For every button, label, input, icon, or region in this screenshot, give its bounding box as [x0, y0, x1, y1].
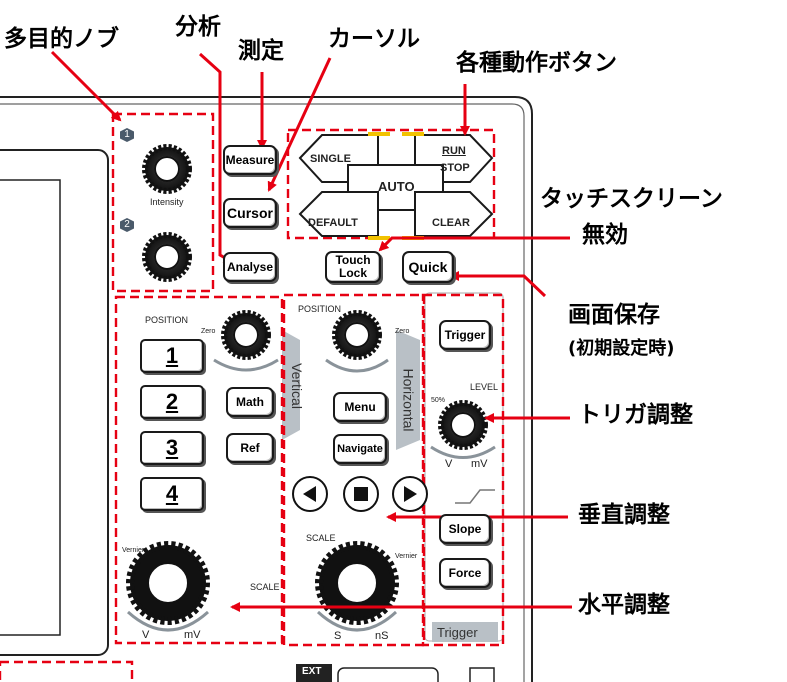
cursor-button[interactable]: Cursor	[223, 198, 277, 228]
channel-2-label: 2	[165, 389, 179, 414]
stop-button-label[interactable]: STOP	[440, 162, 470, 174]
callout-cursor: カーソル	[328, 26, 420, 52]
auto-button[interactable]: AUTO	[378, 179, 415, 194]
vernier-label-horizontal: Vernier	[395, 553, 418, 560]
callout-measure: 測定	[238, 38, 284, 64]
ref-button[interactable]: Ref	[226, 433, 274, 463]
run-button-label[interactable]: RUN	[442, 145, 466, 157]
callout-touch-disable-line1: タッチスクリーン	[540, 186, 723, 212]
force-button[interactable]: Force	[439, 558, 491, 588]
callout-horizontal-adjust: 水平調整	[578, 592, 670, 618]
trigger-level-label: LEVEL	[470, 382, 499, 392]
single-button[interactable]: SINGLE	[310, 153, 351, 165]
navigate-button[interactable]: Navigate	[333, 434, 387, 464]
callout-multi-knob: 多目的ノブ	[4, 26, 119, 52]
channel-1-button[interactable]: 1	[140, 339, 204, 373]
horizontal-unit-ns: nS	[375, 630, 389, 642]
channel-4-button[interactable]: 4	[140, 477, 204, 511]
trigger-section-label: Trigger	[437, 625, 478, 640]
channel-4-label: 4	[165, 481, 179, 506]
callout-touch-disable-line2: 無効	[582, 222, 628, 248]
horizontal-section-label: Horizontal	[400, 368, 417, 432]
intensity-label: Intensity	[150, 197, 184, 207]
horizontal-scale-label: SCALE	[306, 533, 336, 543]
trigger-button[interactable]: Trigger	[439, 320, 491, 350]
channel-3-button[interactable]: 3	[140, 431, 204, 465]
callout-screen-save: 画面保存	[568, 302, 660, 328]
vertical-position-label: POSITION	[145, 315, 189, 325]
quick-button[interactable]: Quick	[402, 251, 454, 283]
channel-1-label: 1	[165, 343, 179, 368]
zero-label-vertical: Zero	[201, 328, 216, 335]
touch-lock-label-1: Touch	[335, 253, 371, 268]
callout-screen-save-note: (初期設定時)	[568, 338, 675, 359]
callout-trigger-adjust: トリガ調整	[578, 402, 693, 428]
callout-vertical-adjust: 垂直調整	[578, 502, 670, 528]
touch-lock-button[interactable]: Touch Lock	[325, 251, 381, 283]
measure-button[interactable]: Measure	[223, 145, 277, 175]
channel-3-label: 3	[165, 435, 179, 460]
knob-1-number-badge: 1	[120, 128, 134, 142]
vertical-scale-label: SCALE	[250, 582, 280, 592]
knob-2-number-badge: 2	[120, 218, 134, 232]
ext-label: EXT	[302, 666, 322, 677]
vernier-label-vertical: Vernier	[122, 547, 145, 554]
fifty-percent-label: 50%	[431, 397, 446, 404]
callout-action-buttons: 各種動作ボタン	[456, 50, 617, 76]
math-button[interactable]: Math	[226, 387, 274, 417]
slope-button[interactable]: Slope	[439, 514, 491, 544]
trigger-unit-v: V	[445, 458, 453, 470]
vertical-unit-v: V	[142, 629, 150, 641]
callout-analysis: 分析	[175, 14, 221, 40]
channel-2-button[interactable]: 2	[140, 385, 204, 419]
clear-button[interactable]: CLEAR	[432, 217, 470, 229]
touch-lock-label-2: Lock	[338, 266, 367, 280]
horizontal-unit-s: S	[334, 630, 342, 642]
vertical-unit-mv: mV	[184, 629, 201, 641]
analyse-button[interactable]: Analyse	[223, 252, 277, 282]
vertical-section-label: Vertical	[288, 363, 305, 409]
zero-label-horizontal: Zero	[395, 328, 410, 335]
trigger-unit-mv: mV	[471, 458, 488, 470]
horizontal-position-label: POSITION	[298, 304, 342, 314]
menu-button[interactable]: Menu	[333, 392, 387, 422]
default-button[interactable]: DEFAULT	[308, 217, 358, 229]
